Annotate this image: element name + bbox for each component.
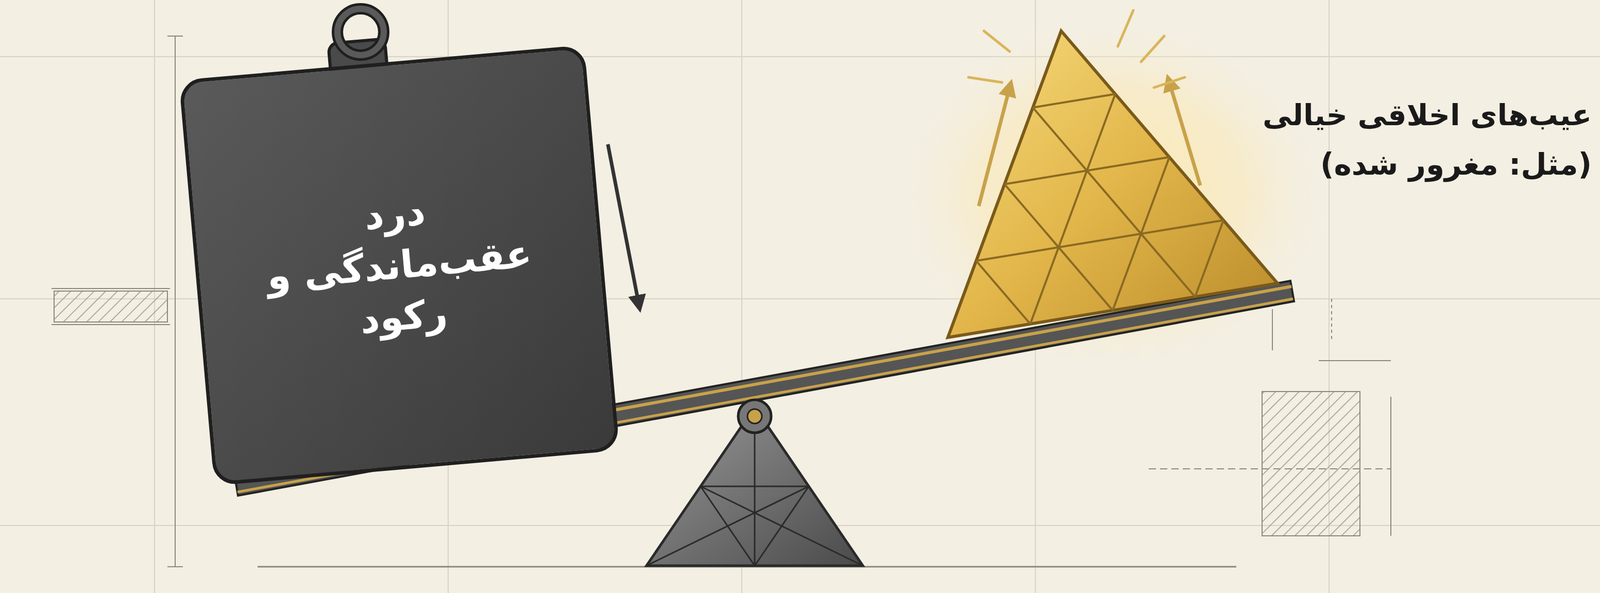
pyramid-heading: عیب‌های اخلاقی خیالی xyxy=(1262,97,1592,132)
weight-block: درد عقب‌ماندگی و رکود xyxy=(178,44,620,486)
pyramid-subheading: (مثل: مغرور شده) xyxy=(1320,146,1592,182)
pyramid-shape xyxy=(942,20,1283,351)
gold-pyramid: عیب‌های اخلاقی خیالی(مثل: مغرور شده) xyxy=(942,20,1283,351)
weight-label: درد عقب‌ماندگی و رکود xyxy=(248,175,550,355)
down-arrow xyxy=(607,144,639,304)
